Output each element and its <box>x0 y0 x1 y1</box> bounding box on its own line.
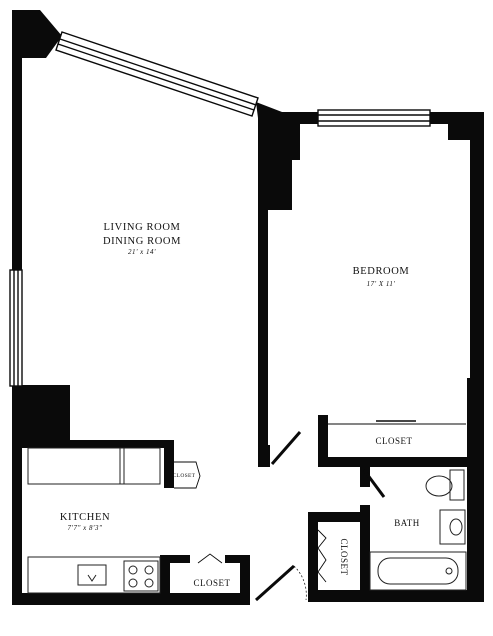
living-room-label: LIVING ROOM <box>104 222 181 233</box>
dining-room-label: DINING ROOM <box>103 236 181 247</box>
kitchen-label: KITCHEN <box>60 512 110 523</box>
living-room-dims: 21' x 14' <box>128 248 156 256</box>
kitchen-fixtures <box>27 447 161 594</box>
kitchen-dims: 7'7" x 8'3" <box>68 524 103 532</box>
hall-closet-label: CLOSET <box>193 578 230 588</box>
bath-closet-label: CLOSET <box>339 538 349 575</box>
exterior-walls <box>12 10 484 605</box>
bath-label: BATH <box>394 518 420 528</box>
bedroom-label: BEDROOM <box>353 266 410 277</box>
bedroom-closet-label: CLOSET <box>375 436 412 446</box>
doors <box>174 420 466 602</box>
bedroom-dims: 17' X 11' <box>367 280 396 288</box>
windows <box>9 31 431 387</box>
bath-fixtures <box>369 469 467 591</box>
kitchen-closet-label: CLOSET <box>173 473 196 479</box>
